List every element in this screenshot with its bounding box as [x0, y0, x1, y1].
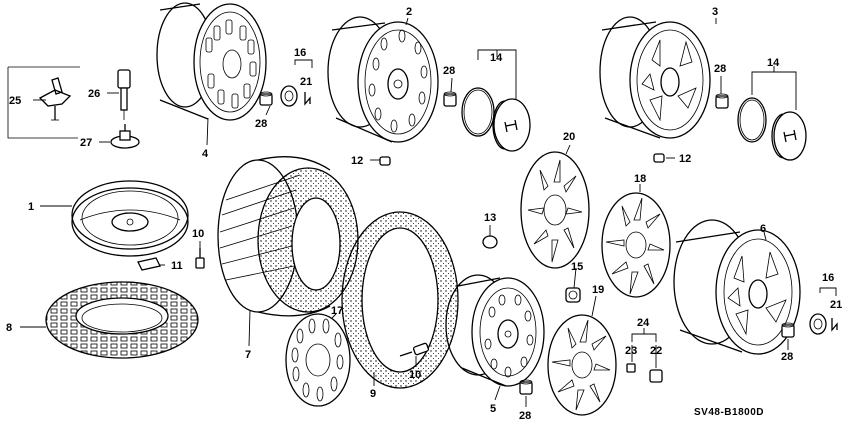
center-cap-14-a [492, 98, 531, 152]
center-cap-16-b [809, 313, 827, 335]
callout-17: 17 [331, 305, 343, 317]
nut-15 [565, 287, 581, 303]
callout-19: 19 [592, 284, 604, 296]
center-cap-14-b [771, 111, 807, 161]
clip-12-a [379, 156, 391, 166]
callout-9: 9 [370, 388, 376, 400]
leader-14-a [477, 49, 517, 100]
callout-24: 25 [9, 95, 21, 107]
callout-20: 20 [563, 131, 575, 143]
jack-box [7, 66, 80, 139]
jack-handle-25 [117, 69, 131, 120]
callout-16-a: 16 [294, 47, 306, 59]
callout-4: 4 [202, 148, 209, 160]
lug-nut-28-a [259, 91, 273, 106]
callout-25: 26 [88, 88, 100, 100]
wing-bolt-26 [110, 124, 140, 149]
callout-28-c: 28 [714, 63, 726, 75]
callout-28-e: 28 [781, 351, 793, 363]
wheel-3 [599, 16, 711, 139]
callout-11: 11 [171, 260, 183, 272]
callout-1: 1 [28, 201, 34, 213]
callout-7: 7 [245, 349, 251, 361]
diagram-code: SV48-B1800D [694, 407, 764, 418]
callout-6: 6 [760, 223, 766, 235]
emblem-21-a [304, 92, 311, 106]
callout-13: 13 [484, 212, 496, 224]
callout-5: 5 [490, 403, 496, 415]
valve-10-b [399, 342, 430, 357]
jack-24 [38, 77, 72, 121]
callout-12-b: 12 [679, 153, 691, 165]
callout-8: 8 [6, 322, 12, 334]
callout-14-a: 14 [490, 52, 503, 64]
callout-23: 23 [625, 345, 637, 357]
leader-lines [20, 17, 789, 407]
lug-nut-28-e [781, 322, 795, 338]
callout-21-a: 21 [300, 76, 312, 88]
wheel-4 [156, 2, 267, 121]
clip-12-b [653, 153, 665, 163]
callout-28-b: 28 [443, 65, 455, 77]
wheel-cover-20 [520, 151, 590, 269]
spare-wheel-1 [71, 180, 189, 257]
callout-21-b: 21 [830, 299, 842, 311]
cap-ring-14-b [737, 97, 767, 143]
callout-3: 3 [712, 6, 718, 18]
bracket-16-b [819, 287, 837, 296]
lug-nut-28-d [519, 379, 533, 395]
tire-8 [45, 281, 199, 359]
callout-10-b: 10 [409, 369, 421, 381]
valve-10-a [195, 248, 205, 269]
cap-13 [482, 235, 498, 249]
callout-14-b: 14 [767, 57, 780, 69]
bracket-16-a [294, 59, 313, 68]
callout-18: 18 [634, 173, 646, 185]
valve-group-27 [626, 328, 663, 383]
callout-2: 2 [406, 6, 412, 18]
sticker-11 [137, 257, 161, 271]
callout-16-b: 16 [822, 272, 834, 284]
wheel-5 [445, 274, 545, 387]
wheel-cover-19 [547, 314, 617, 416]
callout-22: 22 [650, 345, 662, 357]
callout-12-a: 12 [351, 155, 363, 167]
tube-flap-9 [341, 211, 459, 389]
callout-10-a: 10 [192, 228, 204, 240]
callout-27: 24 [637, 317, 650, 329]
callout-28-d: 28 [519, 410, 531, 422]
wheel-2 [327, 16, 439, 143]
wheel-cover-18 [601, 192, 671, 298]
emblem-21-b [831, 318, 838, 332]
cap-ring-14-a [461, 87, 495, 137]
leader-14-b [751, 66, 797, 110]
lug-nut-28-b [443, 91, 457, 107]
callout-15: 15 [571, 261, 583, 273]
tire-7 [217, 156, 359, 317]
lug-nut-28-c [715, 93, 729, 109]
wheel-6 [673, 219, 801, 355]
wheel-cover-17 [285, 313, 351, 407]
callout-26: 27 [80, 137, 92, 149]
callout-labels: 25 26 27 4 28 16 21 2 28 14 3 28 14 12 1… [6, 6, 842, 422]
callout-28-a: 28 [255, 118, 267, 130]
center-cap-16-a [280, 85, 298, 107]
